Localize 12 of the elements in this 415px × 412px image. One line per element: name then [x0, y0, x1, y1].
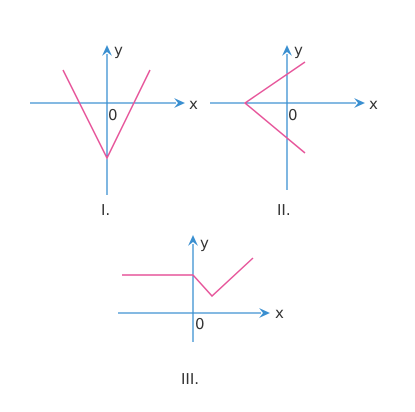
origin-label: 0: [108, 108, 118, 123]
origin-label: 0: [195, 317, 205, 332]
axis-label: x: [189, 97, 198, 112]
axis-label: y: [114, 43, 123, 58]
axis-label: y: [200, 236, 209, 251]
graph-number: III.: [181, 372, 200, 387]
axis-label: x: [369, 97, 378, 112]
axis-label: x: [275, 306, 284, 321]
origin-label: 0: [288, 108, 298, 123]
graph-number: II.: [277, 203, 291, 218]
graph-number: I.: [101, 203, 110, 218]
axis-label: y: [294, 43, 303, 58]
